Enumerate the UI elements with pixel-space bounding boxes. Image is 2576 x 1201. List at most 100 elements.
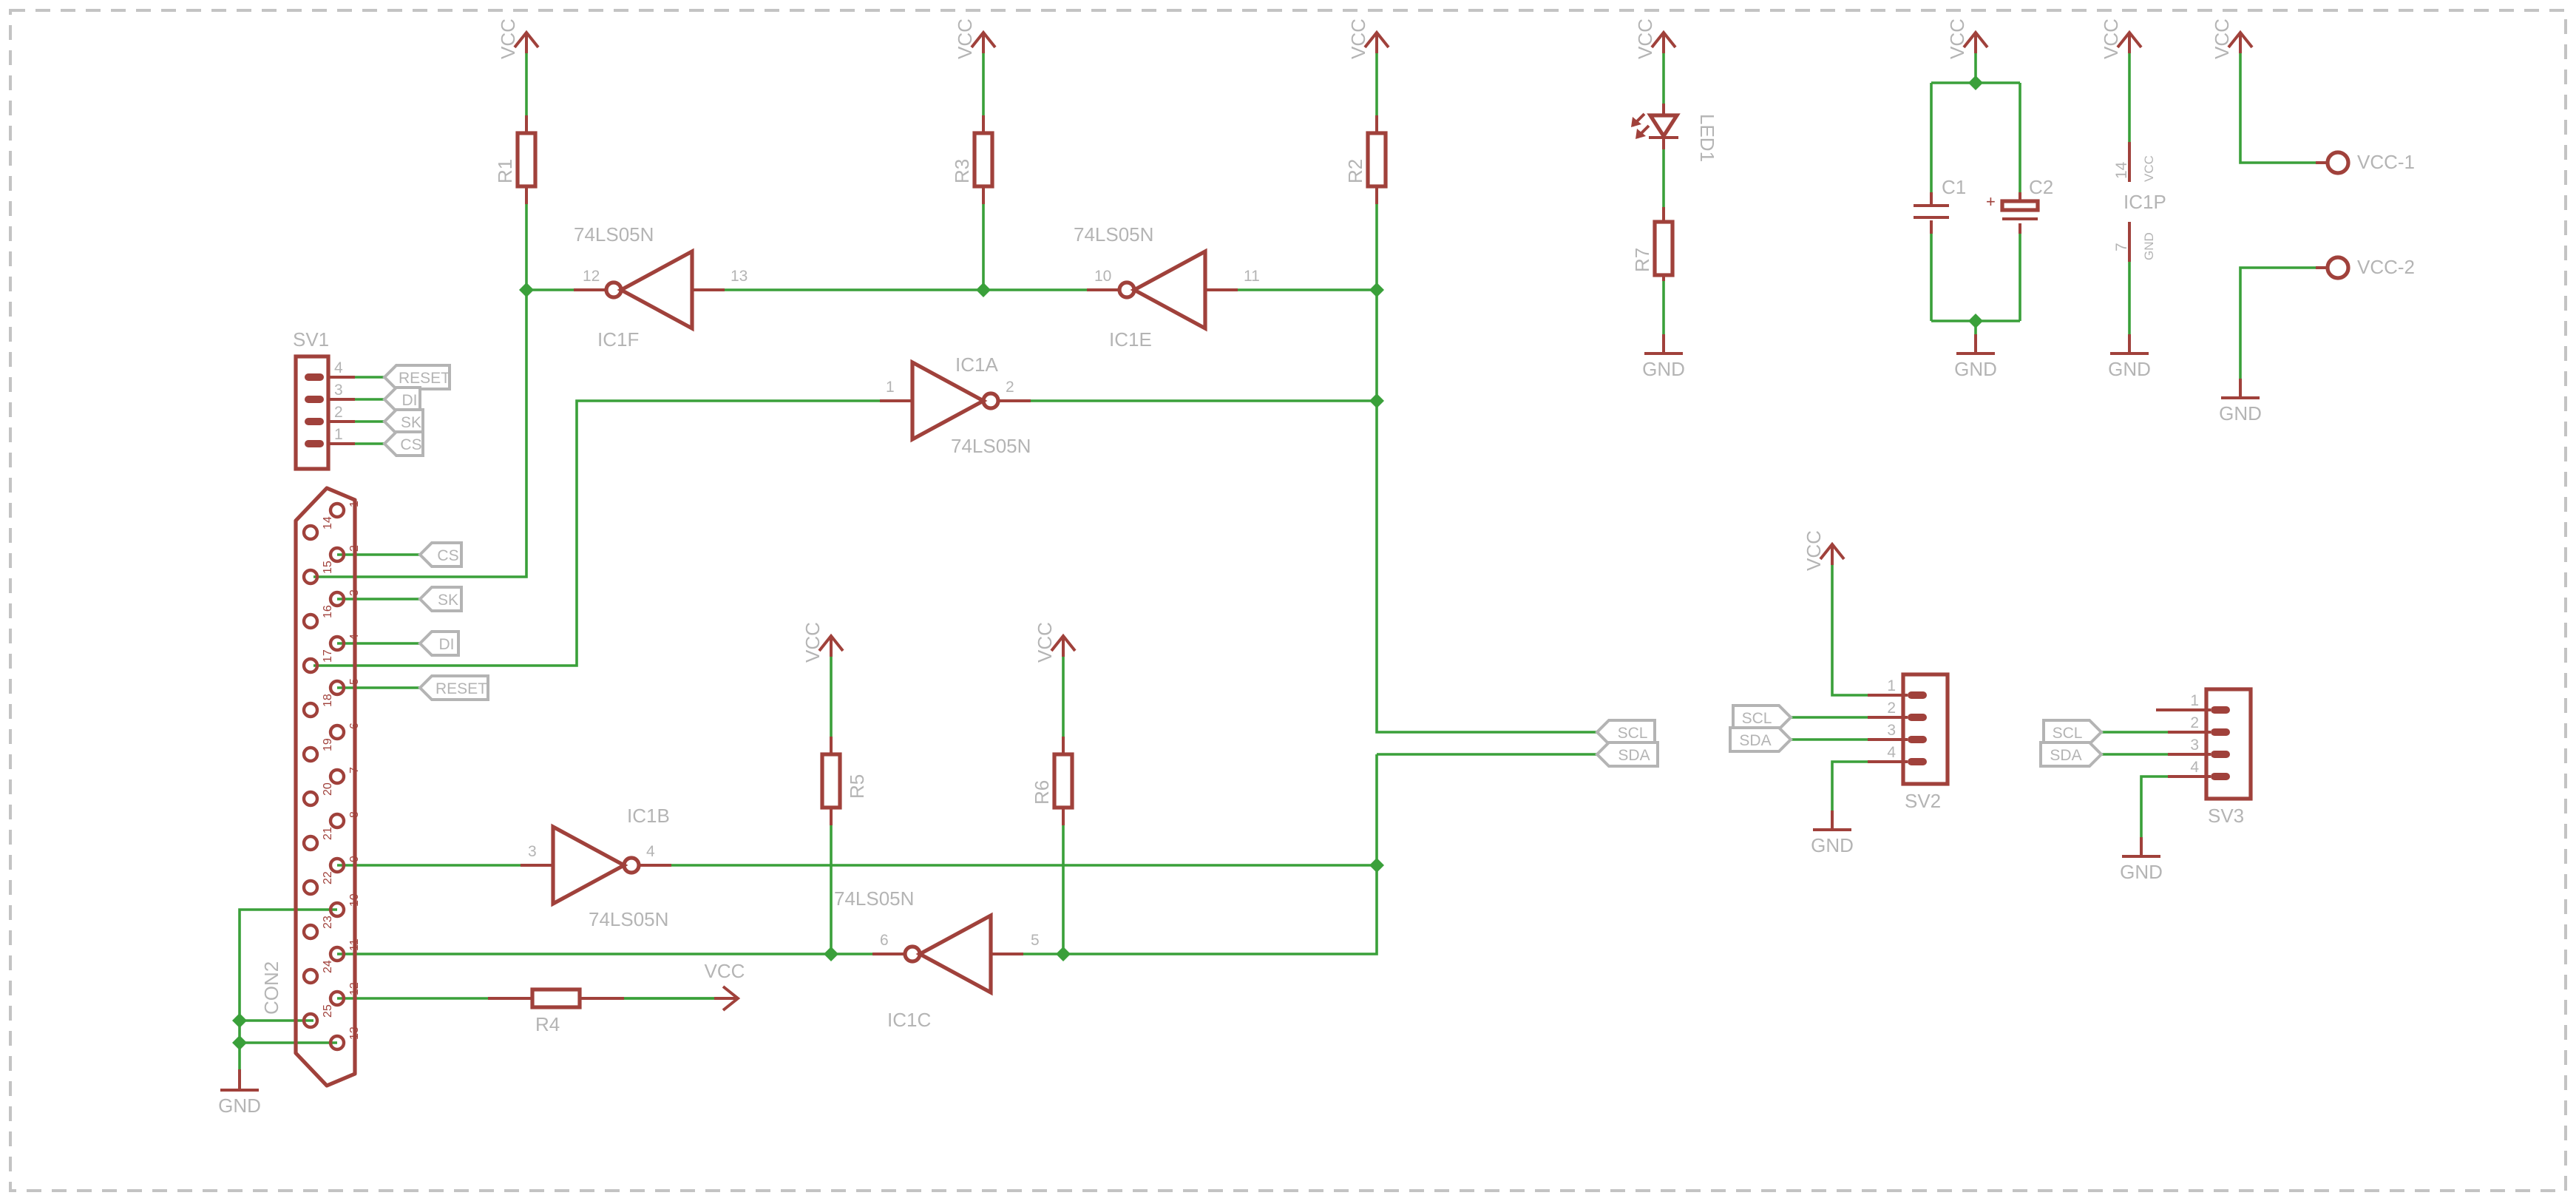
svg-text:GND: GND	[1811, 834, 1854, 856]
vcc-symbol-caps: VCC	[1946, 18, 1989, 59]
capacitor-c2: + C2	[1986, 176, 2053, 234]
con2-label: CON2	[260, 961, 282, 1015]
con2-pin-number: 19	[322, 738, 334, 751]
header-pin	[305, 396, 324, 403]
header-pin	[2211, 751, 2230, 758]
header-pin-number: 1	[334, 426, 343, 443]
svg-text:VCC-2: VCC-2	[2357, 256, 2415, 278]
con2-pin-hole	[302, 657, 319, 674]
svg-text:RESET: RESET	[399, 370, 450, 387]
con2-pin-hole	[328, 501, 346, 519]
svg-text:74LS05N: 74LS05N	[574, 223, 654, 246]
svg-text:6: 6	[880, 932, 889, 949]
net-wires	[238, 53, 2316, 1069]
svg-text:SDA: SDA	[1618, 747, 1650, 764]
header-pin	[2211, 706, 2230, 714]
header-pin	[1908, 714, 1927, 721]
net-flag-sda-sv3: SDA	[2039, 741, 2104, 768]
svg-text:IC1A: IC1A	[955, 353, 998, 376]
svg-text:SDA: SDA	[1739, 732, 1771, 749]
con2-pin-hole	[302, 568, 319, 586]
ic1p-power-symbol: 14 VCC 7 GND IC1P	[2113, 142, 2166, 262]
sheet-border	[9, 9, 2567, 1192]
header-pin-number: 2	[2190, 714, 2199, 731]
gnd-symbol-con2: GND	[218, 1069, 261, 1117]
con2-pin-number: 21	[322, 827, 334, 840]
header-pin-number: 4	[334, 359, 343, 376]
svg-text:VCC: VCC	[801, 622, 824, 663]
ic1p-pin14: 14	[2113, 161, 2130, 179]
resistor-r3: R3	[951, 53, 994, 204]
con2-pin-number: 15	[322, 561, 334, 574]
sv2-label: SV2	[1905, 790, 1941, 812]
svg-text:SCL: SCL	[1742, 710, 1772, 727]
net-flag-sk-sv1: SK	[382, 408, 424, 435]
svg-text:VCC: VCC	[2211, 18, 2233, 59]
net-flags: RESET DI SK CS CS SK DI RESET SCL SDA SC…	[382, 364, 2104, 768]
gnd-symbol-sv2: GND	[1811, 811, 1854, 856]
header-pin-number: 3	[1887, 722, 1896, 739]
con2-pin-hole	[328, 812, 346, 830]
vcc-symbol-r6: VCC	[1034, 622, 1077, 663]
gnd-symbol-led: GND	[1642, 334, 1685, 380]
svg-text:R6: R6	[1031, 780, 1053, 805]
net-flag-scl-sv2: SCL	[1732, 704, 1793, 731]
svg-text:4: 4	[646, 843, 655, 860]
vcc-symbol-r4: VCC	[705, 960, 745, 1012]
con2-pin-number: 13	[348, 1026, 361, 1040]
net-flag-reset-sv1: RESET	[382, 364, 451, 390]
con2-pin-number: 5	[348, 678, 361, 685]
svg-text:VCC: VCC	[1034, 622, 1056, 663]
con2-pin-number: 17	[322, 649, 334, 663]
svg-text:74LS05N: 74LS05N	[589, 908, 668, 930]
connector-con2: 1234567891011121314151617181920212223242…	[260, 486, 361, 1088]
led-symbol: LED1	[1631, 104, 1718, 162]
svg-text:11: 11	[1244, 268, 1260, 285]
svg-text:GND: GND	[2142, 232, 2156, 260]
vcc-symbol-r5: VCC	[801, 622, 844, 663]
net-flag-di-sv1: DI	[382, 386, 421, 413]
con2-pin-hole	[328, 590, 346, 608]
svg-text:VCC: VCC	[1347, 18, 1369, 59]
header-pin	[305, 373, 324, 381]
con2-pin-hole	[302, 612, 319, 630]
net-flag-scl-sv3: SCL	[2042, 719, 2104, 745]
resistor-r1: R1	[494, 53, 538, 204]
svg-text:VCC: VCC	[705, 960, 745, 982]
con2-pin-hole	[328, 945, 346, 963]
vcc-symbol-r2: VCC	[1347, 18, 1390, 59]
con2-pin-hole	[328, 546, 346, 564]
con2-pin-hole	[302, 834, 319, 852]
svg-text:SCL: SCL	[2053, 725, 2083, 742]
svg-text:R5: R5	[846, 774, 868, 799]
con2-pin-hole	[302, 1012, 319, 1029]
con2-pin-hole	[328, 723, 346, 741]
con2-pin-hole	[328, 768, 346, 785]
svg-text:74LS05N: 74LS05N	[951, 435, 1031, 457]
svg-text:VCC-1: VCC-1	[2357, 151, 2415, 173]
con2-pin-number: 16	[322, 605, 334, 618]
svg-text:1: 1	[886, 379, 895, 396]
svg-text:13: 13	[731, 268, 748, 285]
svg-text:C1: C1	[1942, 176, 1966, 198]
header-pin-number: 2	[1887, 700, 1896, 717]
vcc-symbol-r1: VCC	[497, 18, 540, 59]
svg-text:R2: R2	[1344, 159, 1366, 183]
resistors: R1 R3 R2 R5 R6 R7 R4	[488, 53, 1675, 1035]
svg-text:2: 2	[1006, 379, 1014, 396]
svg-text:CS: CS	[400, 436, 421, 453]
gnd-symbol-sv3: GND	[2120, 837, 2163, 883]
header-pin	[1908, 736, 1927, 743]
header-pin-number: 4	[2190, 759, 2199, 776]
inverter-gate-ic1b: 3 4 IC1B 74LS05N	[521, 805, 671, 930]
ic1p-label: IC1P	[2123, 191, 2166, 213]
con2-pin-hole	[328, 901, 346, 918]
con2-pin-hole	[302, 790, 319, 808]
vcc-symbol-ic1p: VCC	[2100, 18, 2143, 59]
con2-pin-hole	[302, 967, 319, 985]
con2-pin-number: 22	[322, 871, 334, 884]
header-pin-number: 1	[1887, 677, 1896, 694]
resistor-r4: R4	[488, 987, 714, 1035]
resistor-r6: R6	[1031, 737, 1074, 825]
